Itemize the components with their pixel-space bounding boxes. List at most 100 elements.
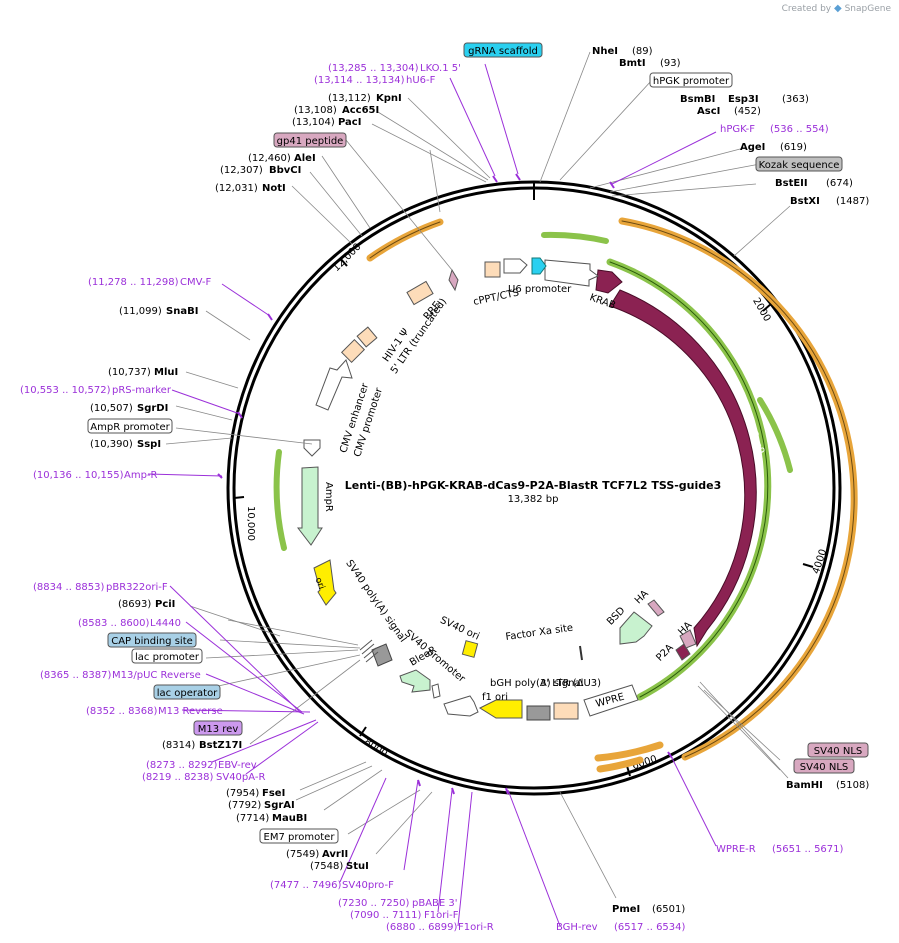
site-pcii[interactable]: PciI bbox=[155, 599, 175, 610]
primer-amp-r[interactable]: Amp-R bbox=[124, 470, 158, 481]
site-avrii[interactable]: AvrII bbox=[322, 849, 348, 860]
ampr-feature[interactable] bbox=[296, 466, 323, 546]
label-lac-operator[interactable]: lac operator bbox=[157, 688, 218, 699]
site-sgrai[interactable]: SgrAI bbox=[264, 800, 295, 811]
primer-cmv-f[interactable]: CMV-F bbox=[180, 277, 211, 288]
primer-m13-reverse[interactable]: M13 Reverse bbox=[158, 706, 223, 717]
boxed-labels: gRNA scaffold hPGK promoter Kozak sequen… bbox=[87, 42, 869, 844]
u6-promoter-feature[interactable] bbox=[544, 259, 599, 287]
site-agei[interactable]: AgeI bbox=[740, 142, 765, 153]
primer-pbabe-3[interactable]: pBABE 3' bbox=[412, 898, 458, 909]
site-maubi[interactable]: MauBI bbox=[272, 813, 307, 824]
krab-feature[interactable] bbox=[595, 269, 623, 294]
cppt-feature[interactable] bbox=[484, 261, 501, 278]
site-nhei-pos: (89) bbox=[632, 46, 653, 57]
site-bstz17i[interactable]: BstZ17I bbox=[199, 740, 242, 751]
primer-pbabe-3-pos: (7230 .. 7250) bbox=[338, 898, 410, 909]
label-em7-promoter[interactable]: EM7 promoter bbox=[264, 832, 336, 843]
primer-hu6-f[interactable]: hU6-F bbox=[406, 75, 436, 86]
orf-arcs bbox=[273, 217, 858, 773]
ori-feature[interactable] bbox=[313, 559, 337, 606]
label-cap-binding[interactable]: CAP binding site bbox=[111, 636, 193, 647]
primer-l4440[interactable]: L4440 bbox=[150, 618, 181, 629]
ltr5-feature[interactable] bbox=[340, 338, 366, 364]
site-fsei[interactable]: FseI bbox=[262, 788, 285, 799]
site-esp3i[interactable]: Esp3I bbox=[728, 94, 759, 105]
site-snabi[interactable]: SnaBI bbox=[166, 306, 198, 317]
label-m13-rev[interactable]: M13 rev bbox=[198, 724, 239, 735]
plasmid-name: Lenti-(BB)-hPGK-KRAB-dCas9-P2A-BlastR TC… bbox=[345, 479, 722, 492]
site-stui-pos: (7548) bbox=[310, 861, 343, 872]
bgh-polya-label: bGH poly(A) signal bbox=[490, 678, 583, 689]
site-sgrdi[interactable]: SgrDI bbox=[137, 403, 168, 414]
bsd-feature[interactable] bbox=[619, 611, 653, 645]
site-pmei[interactable]: PmeI bbox=[612, 904, 640, 915]
primer-prs-marker[interactable]: pRS-marker bbox=[112, 385, 172, 396]
primer-ebv-rev[interactable]: EBV-rev bbox=[218, 760, 257, 771]
site-avrii-pos: (7549) bbox=[286, 849, 319, 860]
site-bmti[interactable]: BmtI bbox=[619, 58, 646, 69]
site-bstxi[interactable]: BstXI bbox=[790, 196, 820, 207]
site-bbvci[interactable]: BbvCI bbox=[269, 165, 301, 176]
label-grna-scaffold[interactable]: gRNA scaffold bbox=[468, 46, 538, 57]
primer-f1ori-r[interactable]: F1ori-R bbox=[458, 922, 494, 933]
site-fsei-pos: (7954) bbox=[226, 788, 259, 799]
primer-wpre-r[interactable]: WPRE-R bbox=[716, 844, 756, 855]
primer-lko1-5[interactable]: LKO.1 5' bbox=[420, 63, 461, 74]
sv40-promoter-feature[interactable] bbox=[443, 695, 479, 717]
grna-scaffold-feature[interactable] bbox=[531, 257, 547, 275]
p2a-feature[interactable] bbox=[675, 643, 691, 661]
label-sv40-nls-1[interactable]: SV40 NLS bbox=[814, 746, 863, 757]
f1-ori-feature[interactable] bbox=[478, 699, 523, 719]
cmv-enhancer-feature[interactable] bbox=[315, 359, 353, 411]
primer-bgh-rev[interactable]: BGH-rev bbox=[556, 922, 598, 933]
site-sspi[interactable]: SspI bbox=[137, 439, 161, 450]
site-alei[interactable]: AleI bbox=[294, 153, 316, 164]
primer-pbr322ori-f[interactable]: pBR322ori-F bbox=[106, 582, 168, 593]
label-gp41[interactable]: gp41 peptide bbox=[277, 136, 344, 147]
label-ampr-promoter[interactable]: AmpR promoter bbox=[90, 422, 170, 433]
site-kpni[interactable]: KpnI bbox=[376, 93, 402, 104]
label-kozak[interactable]: Kozak sequence bbox=[759, 160, 840, 171]
primer-f1ori-f[interactable]: F1ori-F bbox=[424, 910, 459, 921]
site-sspi-pos: (10,390) bbox=[90, 439, 133, 450]
site-bsmbi[interactable]: BsmBI bbox=[680, 94, 715, 105]
site-bamhi[interactable]: BamHI bbox=[786, 780, 823, 791]
primer-sv40pro-f[interactable]: SV40pro-F bbox=[342, 880, 394, 891]
site-acc65i[interactable]: Acc65I bbox=[342, 105, 379, 116]
hiv-psi-feature[interactable] bbox=[356, 326, 378, 348]
primer-hpgk-f[interactable]: hPGK-F bbox=[720, 124, 755, 135]
gp41-feature[interactable] bbox=[448, 268, 459, 292]
primer-m13-puc-reverse[interactable]: M13/pUC Reverse bbox=[112, 670, 201, 681]
label-hpgk-promoter[interactable]: hPGK promoter bbox=[653, 76, 730, 87]
site-bsteii[interactable]: BstEII bbox=[775, 178, 808, 189]
lac-feature-lines bbox=[359, 639, 379, 663]
bgh-polya-feature[interactable] bbox=[526, 705, 551, 721]
sv40-polya-feature[interactable] bbox=[371, 643, 393, 667]
wpre-feature[interactable] bbox=[583, 684, 639, 717]
factor-xa-label: Factor Xa site bbox=[505, 623, 574, 643]
rre-feature[interactable] bbox=[406, 280, 434, 306]
label-sv40-nls-2[interactable]: SV40 NLS bbox=[800, 762, 849, 773]
site-stui[interactable]: StuI bbox=[346, 861, 369, 872]
ha2-feature[interactable] bbox=[679, 629, 697, 649]
cmv-promoter-arrow[interactable] bbox=[303, 439, 321, 457]
cppt-arrow[interactable] bbox=[503, 258, 528, 274]
ha1-feature[interactable] bbox=[647, 599, 665, 617]
site-noti[interactable]: NotI bbox=[262, 183, 286, 194]
site-paci[interactable]: PacI bbox=[338, 117, 361, 128]
em7-feature[interactable] bbox=[431, 683, 441, 699]
primer-sv40pa-r[interactable]: SV40pA-R bbox=[216, 772, 265, 783]
site-asci[interactable]: AscI bbox=[697, 106, 720, 117]
krab-label: KRAB bbox=[588, 292, 617, 312]
primer-l4440-pos: (8583 .. 8600) bbox=[78, 618, 150, 629]
sv40-ori-feature[interactable] bbox=[461, 640, 479, 658]
cas9-feature[interactable] bbox=[609, 289, 757, 648]
ltr3-feature[interactable] bbox=[553, 702, 579, 720]
site-mlui[interactable]: MluI bbox=[154, 367, 178, 378]
label-lac-promoter[interactable]: lac promoter bbox=[135, 652, 200, 663]
factor-xa-feature[interactable] bbox=[579, 645, 583, 661]
created-by-text: Created by bbox=[781, 4, 832, 14]
site-nhei[interactable]: NheI bbox=[592, 46, 618, 57]
bleor-feature[interactable] bbox=[399, 669, 431, 693]
